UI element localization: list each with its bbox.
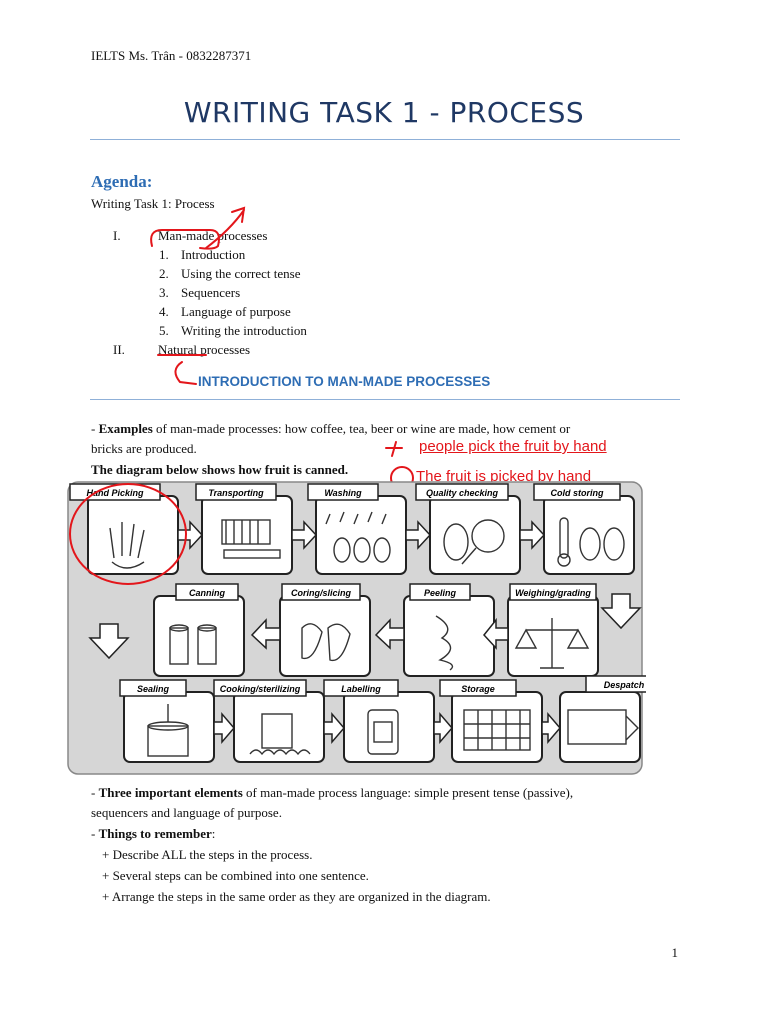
annotation-2: The fruit is picked by hand bbox=[416, 468, 592, 485]
remember-item-1: + Describe ALL the steps in the process. bbox=[102, 847, 313, 862]
label-step-row3-3: Labelling bbox=[341, 684, 381, 694]
intro-rule bbox=[90, 399, 680, 400]
agenda-item-2-number: 2. bbox=[159, 266, 169, 281]
handwritten-marks bbox=[150, 206, 246, 385]
examples-bold: Examples bbox=[98, 421, 153, 436]
label-step-4: Quality checking bbox=[426, 488, 499, 498]
agenda-heading: Agenda: bbox=[91, 172, 153, 191]
page-title: WRITING TASK 1 - PROCESS bbox=[183, 96, 585, 129]
elements-paragraph: - Three important elements of man-made p… bbox=[91, 783, 573, 823]
agenda-item-3-number: 3. bbox=[159, 285, 169, 300]
label-step-row3-5: Despatch bbox=[604, 680, 645, 690]
agenda-item-2-label: Using the correct tense bbox=[181, 266, 301, 281]
agenda-item-1-number: 1. bbox=[159, 247, 169, 262]
diagram-caption: The diagram below shows how fruit is can… bbox=[91, 462, 349, 477]
title-rule bbox=[90, 139, 680, 140]
label-step-5: Cold storing bbox=[551, 488, 604, 498]
label-step-row3-4: Storage bbox=[461, 684, 495, 694]
elements-line2: sequencers and language of purpose. bbox=[91, 805, 282, 820]
panel-coring-slicing bbox=[279, 595, 371, 677]
panel-transporting bbox=[201, 495, 293, 575]
panel-peeling bbox=[403, 595, 495, 677]
elements-bold: Three important elements bbox=[98, 785, 243, 800]
label-step-row2-2: Coring/slicing bbox=[291, 588, 352, 598]
page-number: 1 bbox=[671, 945, 679, 960]
agenda-item-5-label: Writing the introduction bbox=[181, 323, 307, 338]
label-step-1: Hand Picking bbox=[86, 488, 144, 498]
examples-line1: of man-made processes: how coffee, tea, … bbox=[152, 421, 571, 436]
remember-prefix: - bbox=[91, 826, 99, 841]
panel-storage bbox=[451, 691, 543, 763]
label-step-2: Transporting bbox=[208, 488, 264, 498]
section-2-number: II. bbox=[113, 342, 125, 357]
panel-cooking bbox=[233, 691, 325, 763]
annotation-circle bbox=[69, 483, 187, 585]
panel-weighing-grading bbox=[507, 595, 599, 677]
panel-quality-checking bbox=[429, 495, 521, 575]
examples-prefix: - bbox=[91, 421, 99, 436]
remember-item-3: + Arrange the steps in the same order as… bbox=[102, 889, 491, 904]
examples-line2: bricks are produced. bbox=[91, 441, 197, 456]
agenda-subtitle: Writing Task 1: Process bbox=[91, 196, 215, 211]
label-step-row3-2: Cooking/sterilizing bbox=[220, 684, 301, 694]
panel-labelling bbox=[343, 691, 435, 763]
agenda-item-4-number: 4. bbox=[159, 304, 169, 319]
intro-heading: INTRODUCTION TO MAN-MADE PROCESSES bbox=[198, 374, 491, 389]
arrow-mark bbox=[205, 206, 246, 249]
agenda-item-1-label: Introduction bbox=[181, 247, 246, 262]
remember-suffix: : bbox=[211, 826, 216, 841]
elements-line1: of man-made process language: simple pre… bbox=[242, 785, 574, 800]
elements-prefix: - bbox=[91, 785, 99, 800]
remember-bold: Things to remember bbox=[98, 826, 212, 841]
process-diagram: Hand Picking Transporting Washing Qualit… bbox=[67, 481, 646, 775]
examples-paragraph: - Examples of man-made processes: how co… bbox=[91, 419, 570, 459]
panel-despatch bbox=[559, 691, 641, 763]
label-step-row2-3: Peeling bbox=[424, 588, 457, 598]
annotation-1: people pick the fruit by hand bbox=[419, 438, 607, 455]
label-step-3: Washing bbox=[324, 488, 362, 498]
label-step-row2-1: Canning bbox=[189, 588, 225, 598]
agenda-item-3-label: Sequencers bbox=[181, 285, 241, 300]
section-1-label: Man-made processes bbox=[158, 228, 268, 243]
page-header: IELTS Ms. Trân - 0832287371 bbox=[91, 48, 252, 63]
panel-cold-storing bbox=[543, 495, 635, 575]
section-2-label: Natural processes bbox=[158, 342, 251, 357]
label-step-row2-4: Weighing/grading bbox=[515, 588, 591, 598]
remember-heading: - Things to remember: bbox=[91, 824, 215, 844]
circle-man-made bbox=[150, 229, 220, 250]
label-step-row3-1: Sealing bbox=[137, 684, 170, 694]
agenda-item-5-number: 5. bbox=[159, 323, 169, 338]
remember-item-2: + Several steps can be combined into one… bbox=[102, 868, 369, 883]
star-mark bbox=[385, 441, 403, 457]
section-1-number: I. bbox=[113, 228, 121, 243]
panel-sealing bbox=[123, 691, 215, 763]
agenda-item-4-label: Language of purpose bbox=[181, 304, 291, 319]
curve-arrow bbox=[174, 361, 197, 385]
